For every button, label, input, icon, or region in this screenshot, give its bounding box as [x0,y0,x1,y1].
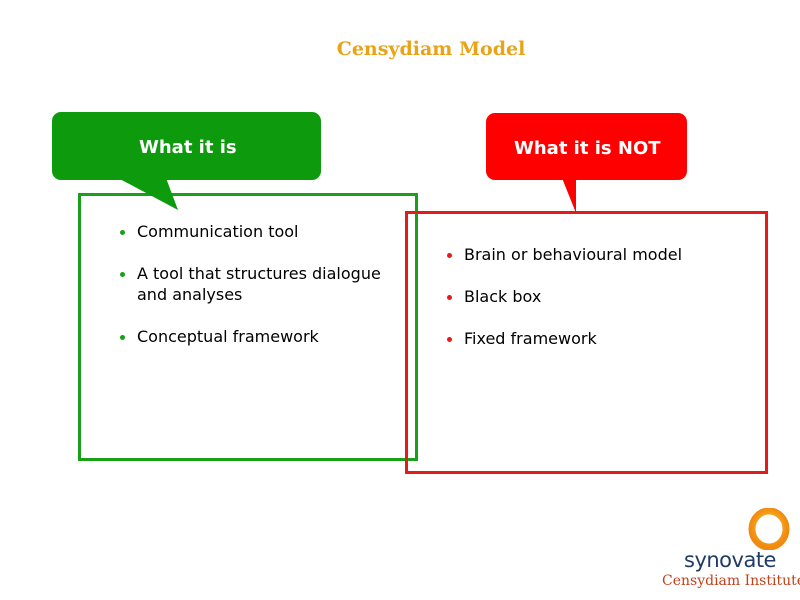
logo-subtitle: Censydiam Institute [662,573,800,589]
what-it-is-label: What it is [139,137,237,158]
bullet-icon [120,335,125,340]
list-item: Conceptual framework [115,326,395,347]
what-it-is-box [78,193,418,461]
list-item: Fixed framework [442,328,742,349]
what-it-is-not-label: What it is NOT [514,138,661,159]
list-item: Black box [442,286,742,307]
bullet-icon [447,295,452,300]
ring-logo-icon [748,508,790,550]
synovate-logo: synovate Censydiam Institute [660,506,800,598]
bullet-icon [447,253,452,258]
red-callout-tail [562,178,576,213]
slide-title: Censydiam Model [336,38,526,60]
bullet-icon [120,272,125,277]
what-it-is-not-callout: What it is NOT [486,113,687,180]
what-it-is-callout: What it is [52,112,321,180]
list-item: Brain or behavioural model [442,244,742,265]
what-it-is-list: Communication tool A tool that structure… [115,221,395,368]
bullet-icon [447,337,452,342]
bullet-icon [120,230,125,235]
list-item: A tool that structures dialogue and anal… [115,263,395,305]
what-it-is-not-box [405,211,768,474]
list-item: Communication tool [115,221,395,242]
logo-brand: synovate [684,548,776,572]
what-it-is-not-list: Brain or behavioural model Black box Fix… [442,244,742,370]
